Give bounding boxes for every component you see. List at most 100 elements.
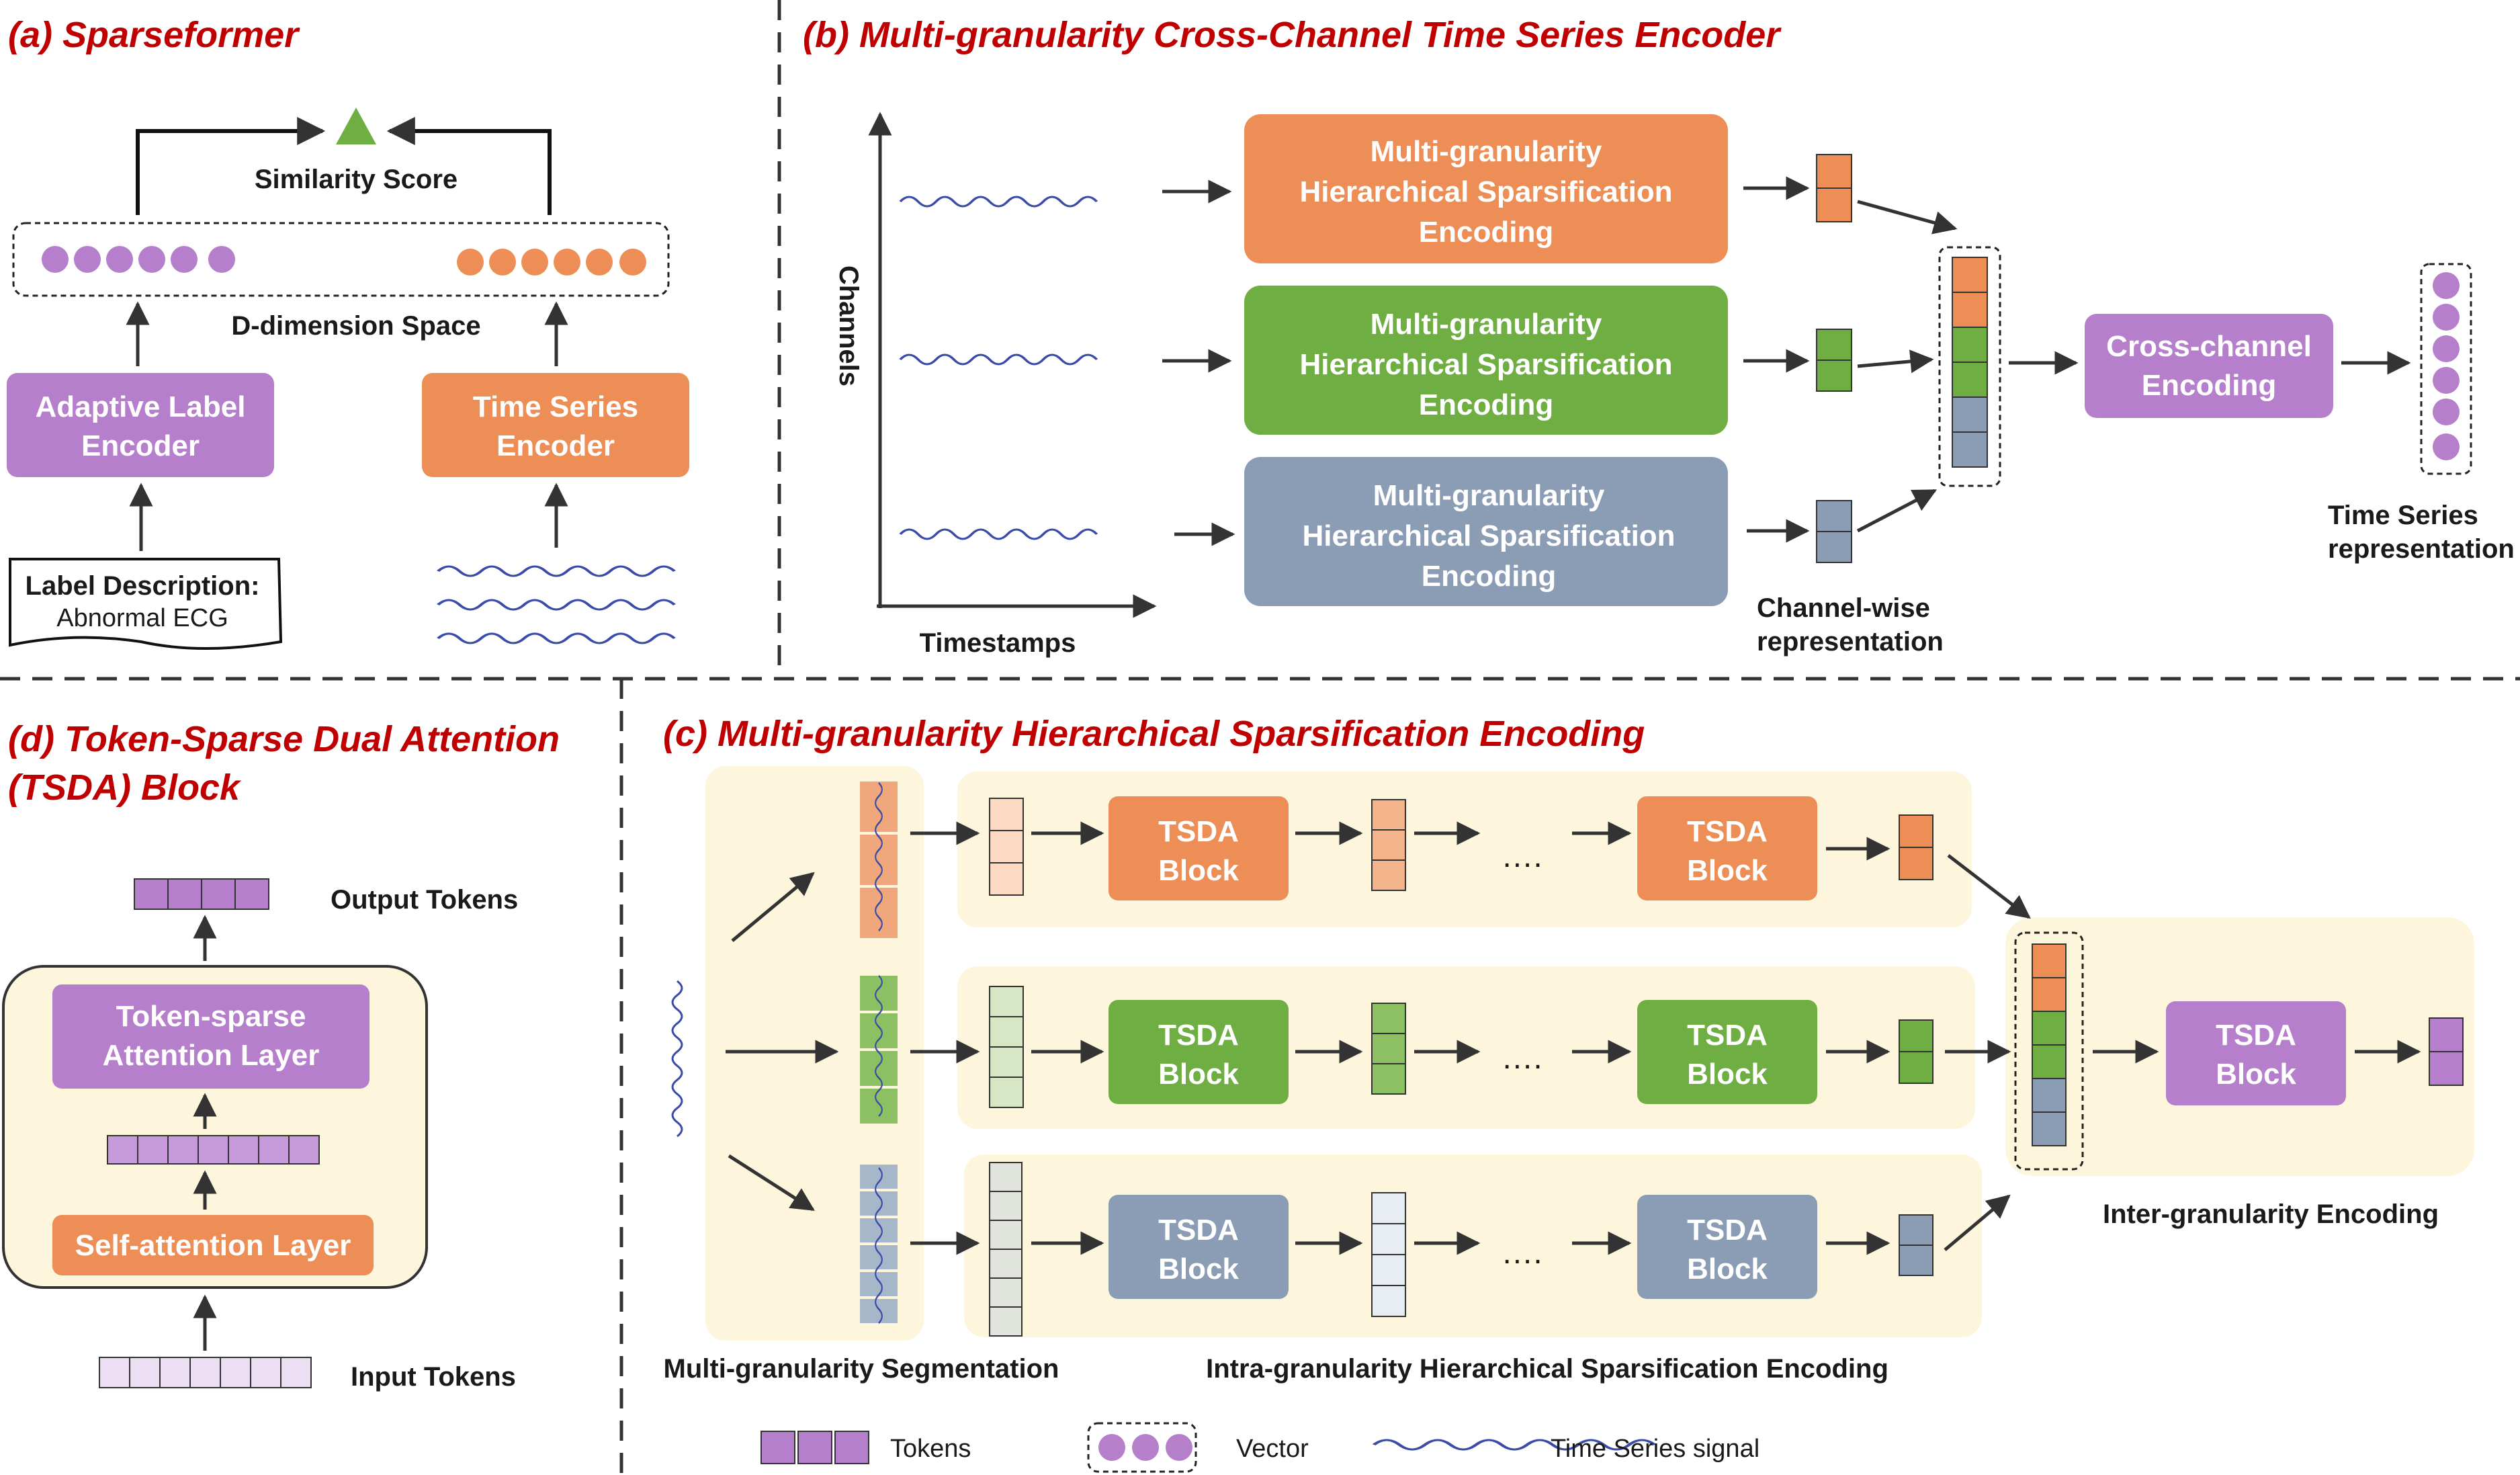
inter-output-tokens (2429, 1017, 2464, 1086)
mhse-green-line3: Encoding (1419, 388, 1553, 421)
concat-channel-tokens-box (1938, 246, 2001, 487)
ts-representation-box (2420, 263, 2472, 475)
inter-concat-tokens (2032, 943, 2067, 1146)
segment-strip-medium (860, 974, 898, 1124)
mhse-orange-line2: Hierarchical Sparsification (1299, 175, 1672, 208)
input-signal-waves (438, 566, 675, 643)
row1-tsda1-line2: Block (1158, 854, 1239, 887)
similarity-label: Similarity Score (255, 165, 458, 194)
row2-dots: …. (1501, 1040, 1542, 1076)
inter-tsda-line1: TSDA (2216, 1019, 2296, 1052)
row3-dots: …. (1501, 1235, 1542, 1271)
inter-tsda-line2: Block (2216, 1058, 2296, 1091)
row2-mid-tokens (1371, 1003, 1406, 1095)
panel-d-tsda-block: (d) Token-Sparse Dual Attention (TSDA) B… (2, 719, 560, 1392)
mhse-green-line1: Multi-granularity (1371, 308, 1602, 341)
legend: Tokens Vector Time Series signal (761, 1422, 1759, 1473)
time-series-encoder (422, 373, 689, 477)
row1-tsda-block-1 (1109, 796, 1289, 900)
self-attention-label: Self-attention Layer (75, 1229, 351, 1262)
token-sparse-line1: Token-sparse (116, 1000, 306, 1033)
row2-tsda-block-1 (1109, 1000, 1289, 1104)
label-description-title: Label Description: (26, 571, 260, 601)
mhse-box-gray (1244, 457, 1728, 606)
mhse-gray-line3: Encoding (1422, 560, 1556, 593)
legend-signal-label: Time Series signal (1551, 1435, 1759, 1463)
row2-tsda1-line1: TSDA (1158, 1019, 1239, 1052)
mhse-box-green (1244, 286, 1728, 435)
input-tokens (99, 1357, 312, 1388)
row1-tsda2-line2: Block (1687, 854, 1768, 887)
row3-output-tokens (1899, 1214, 1934, 1276)
ts-encoder-line1: Time Series (473, 390, 638, 423)
inter-tsda-block (2166, 1001, 2346, 1105)
ts-encoder-line2: Encoder (496, 429, 615, 462)
row2-tsda-block-2 (1637, 1000, 1817, 1104)
input-tokens-label: Input Tokens (351, 1362, 516, 1392)
intra-label: Intra-granularity Hierarchical Sparsific… (1206, 1354, 1888, 1384)
raw-signal (671, 980, 683, 1138)
row3-tsda-block-2 (1637, 1195, 1817, 1299)
row3-tsda-block-1 (1109, 1195, 1289, 1299)
intermediate-tokens (107, 1135, 320, 1165)
segment-strip-fine (860, 1165, 898, 1324)
d-dimension-space-box (12, 222, 670, 297)
token-sparse-line2: Attention Layer (103, 1039, 320, 1072)
ts-vector (457, 249, 646, 276)
panel-a-title: (a) Sparseformer (8, 15, 300, 55)
row3-tsda1-line1: TSDA (1158, 1214, 1239, 1247)
mhse-gray-line1: Multi-granularity (1373, 479, 1605, 512)
row1-input-tokens (989, 798, 1024, 896)
output-tokens-label: Output Tokens (331, 885, 518, 915)
segmentation-label: Multi-granularity Segmentation (664, 1354, 1059, 1384)
cross-channel-line2: Encoding (2142, 369, 2276, 402)
row3-input-tokens (989, 1162, 1023, 1337)
inter-label: Inter-granularity Encoding (2103, 1199, 2439, 1229)
row1-mid-tokens (1371, 799, 1406, 891)
row3-tsda1-line2: Block (1158, 1253, 1239, 1286)
legend-vector-label: Vector (1236, 1435, 1309, 1463)
timestamps-axis-label: Timestamps (920, 628, 1076, 658)
ts-representation-label-1: Time Series (2328, 501, 2478, 530)
cross-channel-encoding-box (2085, 314, 2333, 418)
row1-tsda2-line1: TSDA (1687, 815, 1768, 848)
inter-concat-box (2014, 931, 2084, 1171)
legend-vector-swatch (1098, 1434, 1192, 1461)
legend-vector-box (1087, 1422, 1197, 1473)
ts-representation-label-2: representation (2328, 534, 2515, 564)
label-description-box (9, 558, 283, 650)
row3-tsda2-line1: TSDA (1687, 1214, 1768, 1247)
segment-strip-coarse (860, 782, 898, 938)
output-tokens (134, 878, 269, 910)
self-attention-layer (52, 1215, 374, 1275)
row1-dots: …. (1501, 839, 1542, 874)
panel-b-encoder: (b) Multi-granularity Cross-Channel Time… (803, 15, 2515, 658)
channel-token-pairs (1816, 154, 1852, 563)
label-encoder-line1: Adaptive Label (36, 390, 246, 423)
label-description-value: Abnormal ECG (56, 604, 228, 632)
adaptive-label-encoder (7, 373, 274, 477)
legend-tokens-swatch (761, 1431, 869, 1464)
channel-waves (899, 196, 1098, 540)
channels-axis-label: Channels (834, 265, 863, 386)
token-sparse-attention-layer (52, 984, 370, 1089)
label-encoder-line2: Encoder (81, 429, 200, 462)
panel-a-sparseformer: (a) Sparseformer Similarity Score D-dime… (7, 15, 689, 650)
row3-mid-tokens (1371, 1192, 1406, 1317)
ts-representation-vector (2433, 272, 2460, 460)
space-label: D-dimension Space (231, 311, 480, 341)
concat-channel-tokens (1952, 257, 1988, 468)
row2-tsda1-line2: Block (1158, 1058, 1239, 1091)
row1-tsda-block-2 (1637, 796, 1817, 900)
row2-tsda2-line2: Block (1687, 1058, 1768, 1091)
similarity-triangle (336, 108, 376, 144)
channelwise-label-2: representation (1757, 627, 1944, 657)
row1-output-tokens (1899, 814, 1934, 880)
row2-output-tokens (1899, 1019, 1934, 1084)
row2-tsda2-line1: TSDA (1687, 1019, 1768, 1052)
mhse-orange-line3: Encoding (1419, 216, 1553, 249)
panel-c-title: (c) Multi-granularity Hierarchical Spars… (663, 714, 1645, 754)
row3-tsda2-line2: Block (1687, 1253, 1768, 1286)
